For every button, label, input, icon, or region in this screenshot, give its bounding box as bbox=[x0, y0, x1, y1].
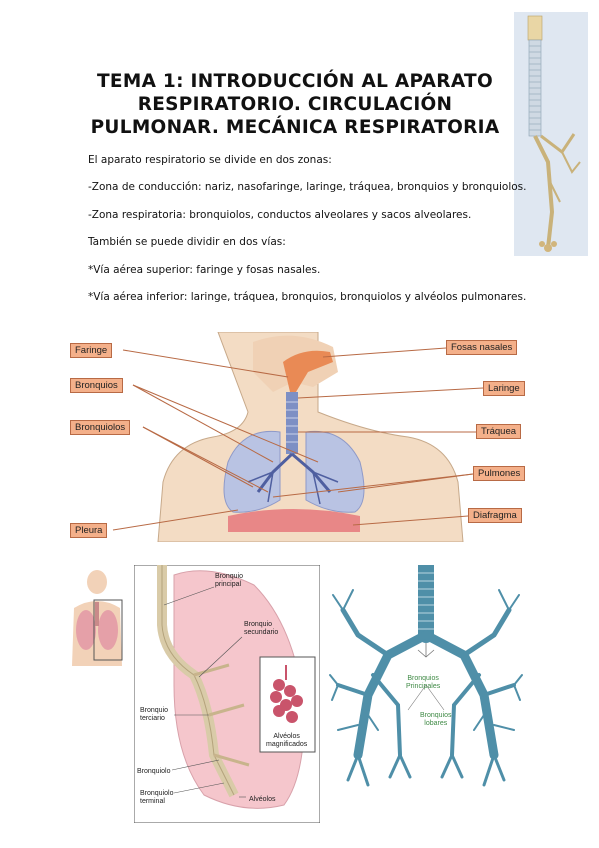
label-alveolos: Alvéolos bbox=[249, 796, 276, 803]
paragraph-lower-airway: *Vía aérea inferior: laringe, tráquea, b… bbox=[88, 291, 527, 303]
label-bronquios-lobares-l2: lobares bbox=[424, 720, 448, 727]
paragraph-respiratory-zone: -Zona respiratoria: bronquiolos, conduct… bbox=[88, 209, 472, 221]
trachea-illustration bbox=[514, 12, 588, 256]
label-traquea: Tráquea bbox=[476, 424, 522, 439]
label-alveolos-magnificados-l1: Alvéolos bbox=[273, 733, 300, 740]
label-pleura: Pleura bbox=[70, 523, 108, 538]
label-pulmones: Pulmones bbox=[473, 466, 526, 481]
label-alveolos-magnificados-l2: magnificados bbox=[266, 741, 308, 748]
lung-detail-diagram bbox=[134, 565, 320, 823]
label-bronquiolo-terminal-l2: terminal bbox=[140, 798, 165, 805]
label-bronquiolo-terminal: Bronquiolo terminal bbox=[140, 790, 173, 806]
label-bronquiolos: Bronquiolos bbox=[70, 420, 131, 435]
label-laringe: Laringe bbox=[483, 381, 525, 396]
label-bronquio-secundario-l2: secundario bbox=[244, 629, 279, 636]
label-bronquio-principal: Bronquio principal bbox=[215, 573, 243, 589]
label-diafragma: Diafragma bbox=[468, 508, 522, 523]
label-bronquiolo: Bronquiolo bbox=[137, 768, 171, 775]
label-bronquio-secundario-l1: Bronquio bbox=[244, 621, 273, 628]
label-bronquio-principal-l1: Bronquio bbox=[215, 573, 244, 580]
title-line-1: TEMA 1: INTRODUCCIÓN AL APARATO bbox=[97, 71, 493, 92]
label-bronquios-lobares: Bronquios lobares bbox=[420, 712, 452, 728]
label-bronquios-principales-l2: Principales bbox=[406, 683, 441, 690]
paragraph-zones-intro: El aparato respiratorio se divide en dos… bbox=[88, 154, 332, 166]
bronchial-tree-diagram bbox=[328, 565, 524, 795]
label-bronquio-terciario-l2: terciario bbox=[140, 715, 165, 722]
title-line-2: RESPIRATORIO. CIRCULACIÓN bbox=[137, 94, 453, 115]
paragraph-pathways-intro: También se puede dividir en dos vías: bbox=[88, 236, 286, 248]
label-bronquios: Bronquios bbox=[70, 378, 123, 393]
paragraph-upper-airway: *Vía aérea superior: faringe y fosas nas… bbox=[88, 264, 321, 276]
title-line-3: PULMONAR. MECÁNICA RESPIRATORIA bbox=[90, 117, 500, 138]
label-bronquio-principal-l2: principal bbox=[215, 581, 242, 588]
label-alveolos-magnificados: Alvéolos magnificados bbox=[266, 733, 307, 749]
label-bronquios-lobares-l1: Bronquios bbox=[420, 712, 452, 719]
page-title: TEMA 1: INTRODUCCIÓN AL APARATO RESPIRAT… bbox=[60, 70, 530, 139]
label-bronquio-secundario: Bronquio secundario bbox=[244, 621, 278, 637]
label-bronquios-principales: Bronquios Principales bbox=[406, 675, 440, 691]
label-bronquiolo-terminal-l1: Bronquiolo bbox=[140, 790, 174, 797]
torso-thumbnail bbox=[72, 570, 123, 666]
paragraph-conduction-zone: -Zona de conducción: nariz, nasofaringe,… bbox=[88, 181, 527, 193]
label-bronquios-principales-l1: Bronquios bbox=[407, 675, 439, 682]
respiratory-system-diagram bbox=[112, 332, 484, 542]
label-fosas-nasales: Fosas nasales bbox=[446, 340, 518, 355]
label-faringe: Faringe bbox=[70, 343, 113, 358]
label-bronquio-terciario-l1: Bronquio bbox=[140, 707, 169, 714]
label-bronquio-terciario: Bronquio terciario bbox=[140, 707, 168, 723]
